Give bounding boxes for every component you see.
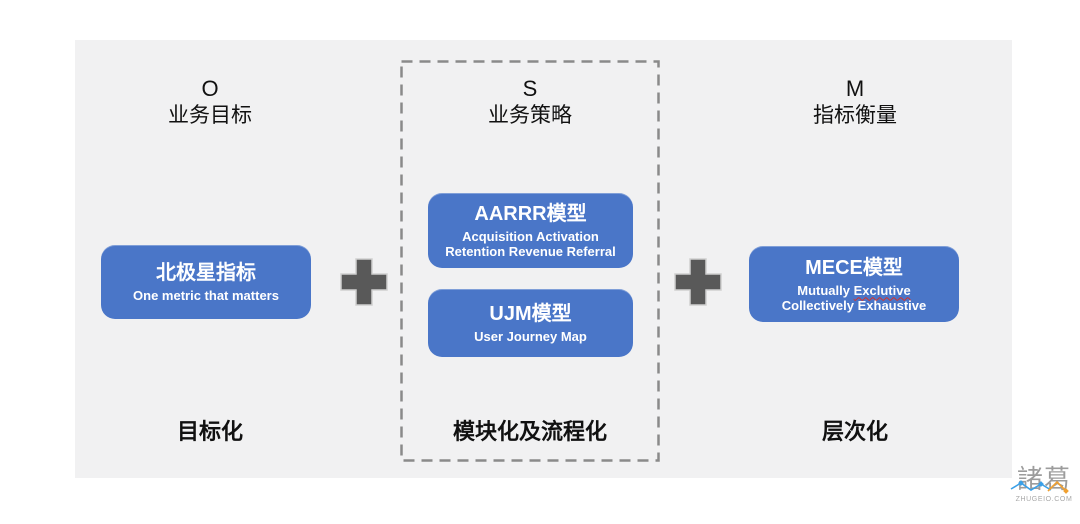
ujm-subtitle: User Journey Map <box>474 329 587 344</box>
mece-subtitle-word1: Mutually <box>797 282 850 298</box>
mece-title: MECE模型 <box>805 256 903 279</box>
column-header-objective: O 业务目标 <box>100 76 320 130</box>
column-letter-s: S <box>522 76 538 101</box>
ujm-title: UJM模型 <box>489 303 572 325</box>
aarrr-model-box: AARRR模型 Acquisition Activation Retention… <box>428 193 633 268</box>
mece-model-box: MECE模型 Mutually Exclutive Collectively E… <box>749 246 959 322</box>
plus-icon <box>340 258 388 306</box>
column-title-measure: 指标衡量 <box>813 104 897 127</box>
footer-label-strategy: 模块化及流程化 <box>452 419 607 444</box>
column-letter-m: M <box>845 76 865 101</box>
footer-label-objective: 目标化 <box>176 419 243 444</box>
strategy-dashed-frame <box>400 60 660 462</box>
mece-subtitle-line2: Collectively Exhaustive <box>781 297 927 313</box>
zhuge-logo: 諸葛 ZHUGEIO.COM <box>1010 464 1076 503</box>
aarrr-title: AARRR模型 <box>474 203 587 225</box>
column-header-strategy: S 业务策略 <box>420 76 640 130</box>
aarrr-subtitle-line2: Retention Revenue Referral <box>445 244 616 259</box>
zhuge-site-text: ZHUGEIO.COM <box>1015 496 1073 503</box>
plus-icon <box>674 258 722 306</box>
column-title-objective: 业务目标 <box>168 104 252 127</box>
mece-subtitle: Mutually Exclutive Collectively Exhausti… <box>782 283 927 313</box>
footer-label-measure: 层次化 <box>821 419 888 444</box>
column-header-measure: M 指标衡量 <box>745 76 965 130</box>
aarrr-subtitle-line1: Acquisition Activation <box>462 229 599 244</box>
north-star-title: 北极星指标 <box>156 262 256 284</box>
north-star-subtitle: One metric that matters <box>133 288 279 303</box>
ujm-model-box: UJM模型 User Journey Map <box>428 289 633 357</box>
column-title-strategy: 业务策略 <box>488 104 572 127</box>
zhuge-logo-text: 諸葛 <box>1016 464 1071 494</box>
aarrr-subtitle: Acquisition Activation Retention Revenue… <box>445 229 616 259</box>
mece-subtitle-misspelled-word: Exclutive <box>853 282 911 298</box>
column-letter-o: O <box>201 76 219 101</box>
north-star-metric-box: 北极星指标 One metric that matters <box>101 245 311 319</box>
